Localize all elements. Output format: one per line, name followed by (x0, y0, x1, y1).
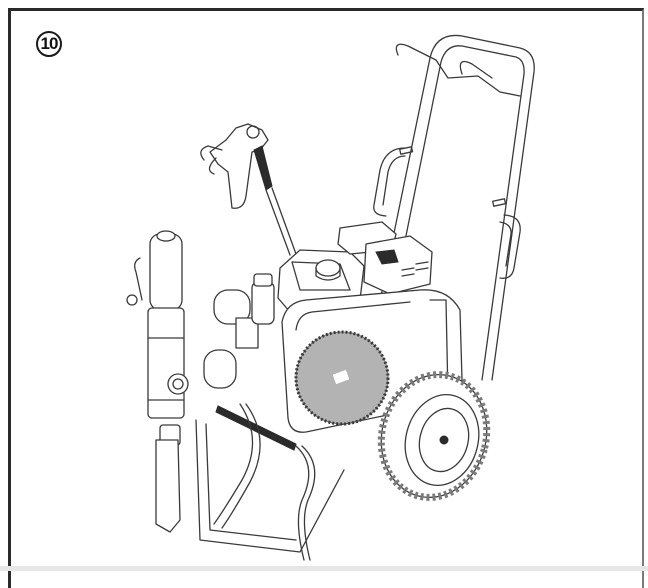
figure-frame (8, 8, 644, 588)
paint-sprayer-illustration (126, 34, 535, 561)
cart-wheel (377, 371, 491, 501)
bottom-edge (0, 566, 648, 571)
cart-handle-frame (371, 34, 535, 381)
step-number-badge: 10 (36, 31, 62, 57)
pump-assembly (126, 230, 345, 561)
spray-gun (200, 123, 297, 256)
